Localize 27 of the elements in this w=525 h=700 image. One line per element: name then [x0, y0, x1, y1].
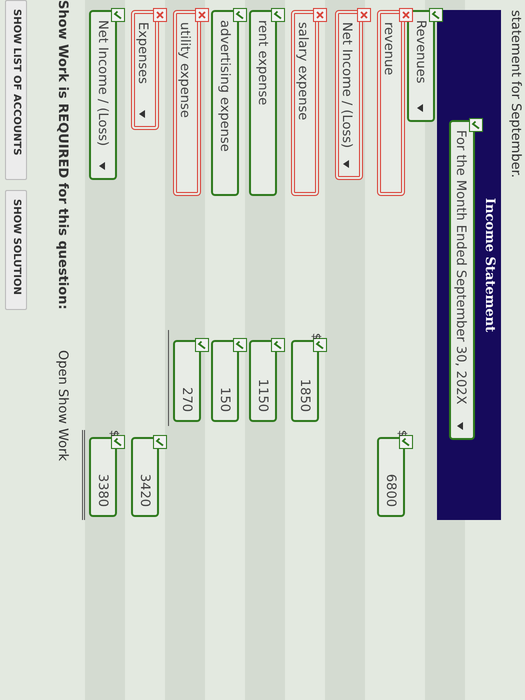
- input-field: utility expense: [173, 10, 201, 196]
- header-band: [437, 10, 501, 520]
- amount-field: 1850: [291, 340, 319, 422]
- currency-sign: $: [396, 430, 409, 437]
- amount-field: 6800: [377, 437, 405, 517]
- input-field: advertising expense: [211, 10, 239, 196]
- input-field: revenue: [377, 10, 405, 196]
- instruction-text: Show Work is REQUIRED for this question:: [55, 0, 70, 310]
- amount-field: 3380: [89, 437, 117, 517]
- dropdown-field: Net Income / (Loss): [89, 10, 117, 180]
- dropdown-field: Revenues: [407, 10, 435, 122]
- statement-title: Income Statement: [482, 196, 497, 334]
- amount-field: 270: [173, 340, 201, 422]
- note-text: statement for September.: [508, 10, 523, 178]
- input-field: salary expense: [291, 10, 319, 196]
- button: SHOW LIST OF ACCOUNTS: [5, 0, 27, 180]
- dropdown-field: For the Month Ended September 30, 202X: [449, 120, 475, 440]
- input-field: rent expense: [249, 10, 277, 196]
- button: SHOW SOLUTION: [5, 190, 27, 310]
- currency-sign: $: [108, 430, 121, 437]
- amount-field: 150: [211, 340, 239, 422]
- link: Open Show Work: [55, 350, 70, 461]
- dropdown-field: Expenses: [131, 10, 159, 130]
- amount-field: 1150: [249, 340, 277, 422]
- currency-sign: $: [310, 333, 323, 340]
- dropdown-field: Net Income / (Loss): [335, 10, 363, 180]
- amount-field: 3420: [131, 437, 159, 517]
